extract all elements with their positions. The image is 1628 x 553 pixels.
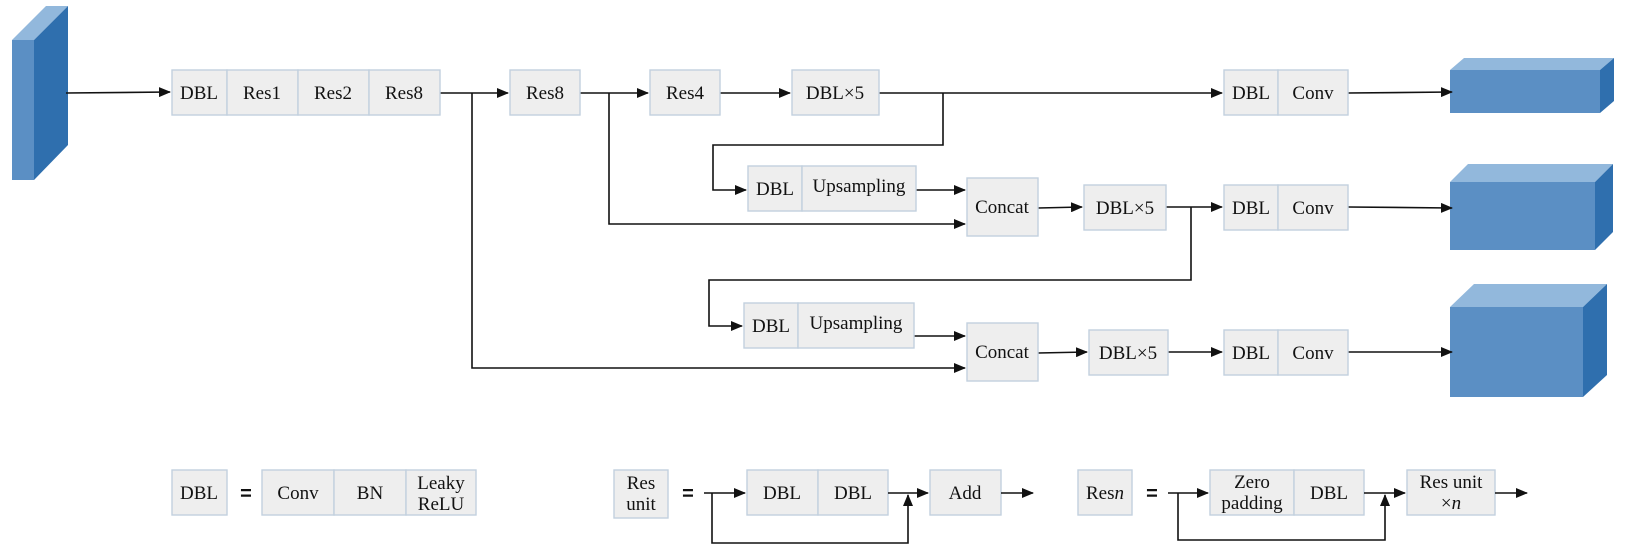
svg-text:Upsampling: Upsampling (810, 313, 903, 334)
res4-block: Res4 (649, 69, 721, 116)
svg-text:DBL: DBL (1232, 198, 1270, 219)
svg-text:BN: BN (357, 483, 384, 504)
svg-text:Res unit: Res unit (1420, 472, 1484, 493)
svg-text:DBL×5: DBL×5 (806, 83, 864, 104)
svg-text:Resn: Resn (1086, 483, 1124, 504)
upsample2-block: DBL Upsampling (743, 302, 915, 349)
head3-block: DBL Conv (1223, 329, 1349, 376)
backbone-dbl-label: DBL (180, 83, 218, 104)
legend-dbl: DBL = Conv BN Leaky ReLU (171, 469, 477, 516)
dbl5-top-block: DBL×5 (791, 69, 880, 116)
svg-text:=: = (1146, 483, 1158, 505)
res8-block: Res8 (509, 69, 581, 116)
svg-text:DBL: DBL (756, 179, 794, 200)
legend-resn: Resn = Zero padding DBL Res unit ×n (1077, 469, 1528, 541)
svg-text:DBL: DBL (180, 483, 218, 504)
svg-text:DBL: DBL (1310, 483, 1348, 504)
svg-text:Res: Res (627, 473, 656, 494)
input-image (12, 6, 68, 180)
svg-text:Upsampling: Upsampling (813, 176, 906, 197)
svg-text:DBL: DBL (1232, 83, 1270, 104)
legend-res-unit: Res unit = DBL DBL Add (613, 469, 1034, 544)
upsample1-block: DBL Upsampling (747, 165, 917, 212)
output-cube-large (1450, 284, 1607, 397)
dbl5-bot-block: DBL×5 (1088, 329, 1169, 376)
svg-text:padding: padding (1221, 493, 1283, 514)
svg-text:Conv: Conv (1292, 198, 1334, 219)
output-cube-small (1450, 58, 1614, 113)
output-cube-medium (1450, 164, 1613, 250)
svg-text:Concat: Concat (975, 342, 1030, 363)
svg-text:=: = (682, 483, 694, 505)
svg-text:Concat: Concat (975, 197, 1030, 218)
svg-text:Conv: Conv (1292, 343, 1334, 364)
svg-text:DBL: DBL (1232, 343, 1270, 364)
dbl5-mid-block: DBL×5 (1083, 184, 1167, 231)
head2-block: DBL Conv (1223, 184, 1349, 231)
backbone-res1-label: Res1 (243, 83, 281, 104)
connectors (65, 87, 1453, 373)
backbone-res2-label: Res2 (314, 83, 352, 104)
svg-text:Conv: Conv (277, 483, 319, 504)
concat2-block: Concat (966, 322, 1039, 382)
head1-block: DBL Conv (1223, 69, 1349, 116)
svg-text:Conv: Conv (1292, 83, 1334, 104)
svg-text:DBL: DBL (834, 483, 872, 504)
svg-text:ReLU: ReLU (418, 494, 465, 515)
svg-text:Leaky: Leaky (417, 473, 465, 494)
svg-text:unit: unit (626, 494, 656, 515)
backbone-res8-label: Res8 (385, 83, 423, 104)
backbone-block: DBL Res1 Res2 Res8 (171, 69, 441, 116)
svg-text:DBL: DBL (763, 483, 801, 504)
concat1-block: Concat (966, 177, 1039, 237)
svg-text:=: = (240, 483, 252, 505)
svg-text:Add: Add (949, 483, 982, 504)
svg-text:DBL×5: DBL×5 (1096, 198, 1154, 219)
svg-text:DBL×5: DBL×5 (1099, 343, 1157, 364)
svg-text:DBL: DBL (752, 316, 790, 337)
svg-text:Zero: Zero (1234, 472, 1270, 493)
svg-text:Res8: Res8 (526, 83, 564, 104)
svg-text:Res4: Res4 (666, 83, 705, 104)
svg-text:×n: ×n (1441, 493, 1461, 514)
